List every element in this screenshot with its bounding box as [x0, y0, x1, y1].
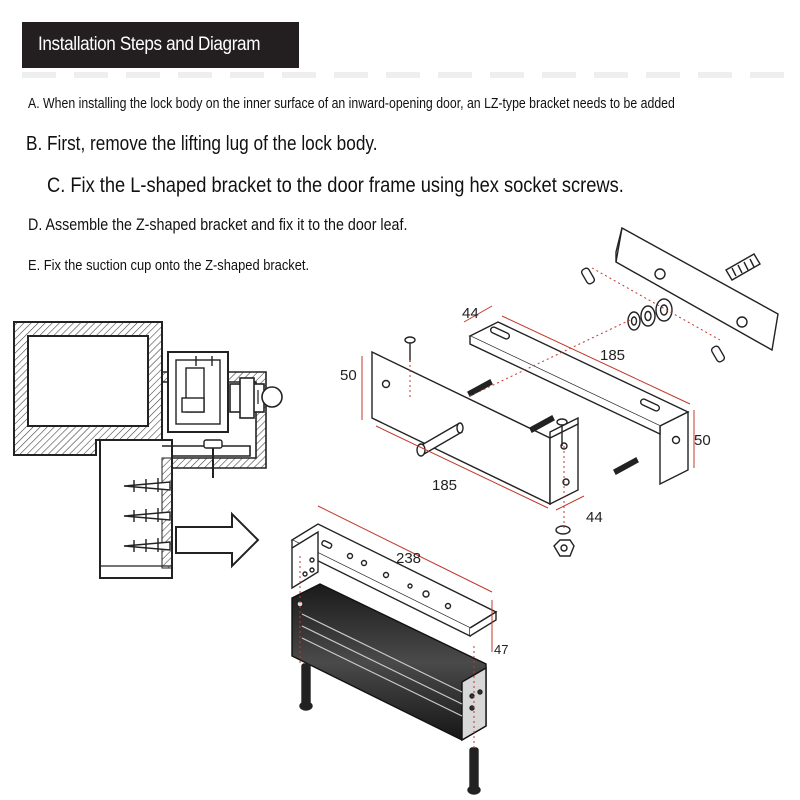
screw-icon	[123, 478, 171, 552]
dim-l-width: 44	[586, 509, 603, 526]
dim-z-height: 50	[694, 432, 711, 449]
screw-icon	[299, 663, 481, 795]
step-d-text: D. Assemble the Z-shaped bracket and fix…	[28, 215, 408, 234]
dim-l-height: 50	[340, 367, 357, 384]
cross-section-view	[13, 321, 283, 579]
step-a-text: A. When installing the lock body on the …	[28, 95, 675, 112]
step-c-text: C. Fix the L-shaped bracket to the door …	[47, 174, 624, 197]
dim-lock-length: 238	[396, 550, 421, 567]
magnetic-lock	[290, 523, 498, 742]
arrow-right-icon	[175, 511, 260, 569]
door-leaf	[99, 439, 173, 579]
washer-icon	[555, 525, 571, 535]
title-bar: Installation Steps and Diagram	[22, 22, 299, 68]
dim-l-length: 185	[432, 477, 457, 494]
z-bracket	[468, 321, 690, 486]
screw-icon	[725, 253, 761, 281]
screw-icon	[467, 379, 639, 475]
dowel-pin-icon	[710, 345, 726, 363]
dowel-pin-icon	[580, 267, 596, 285]
dim-lock-height: 47	[494, 642, 508, 657]
screw-icon	[404, 336, 568, 446]
washer-icon	[627, 298, 673, 331]
page-title: Installation Steps and Diagram	[38, 34, 261, 55]
step-e-text: E. Fix the suction cup onto the Z-shaped…	[28, 257, 310, 274]
step-b-text: B. First, remove the lifting lug of the …	[26, 133, 378, 155]
mounting-plate	[615, 226, 779, 352]
dimension-lines	[317, 305, 695, 652]
dim-z-width: 44	[462, 305, 479, 322]
exploded-view	[290, 226, 779, 795]
dim-z-length: 185	[600, 347, 625, 364]
frame-cavity	[27, 335, 149, 427]
divider	[22, 72, 800, 78]
assembly-guides	[299, 267, 721, 748]
